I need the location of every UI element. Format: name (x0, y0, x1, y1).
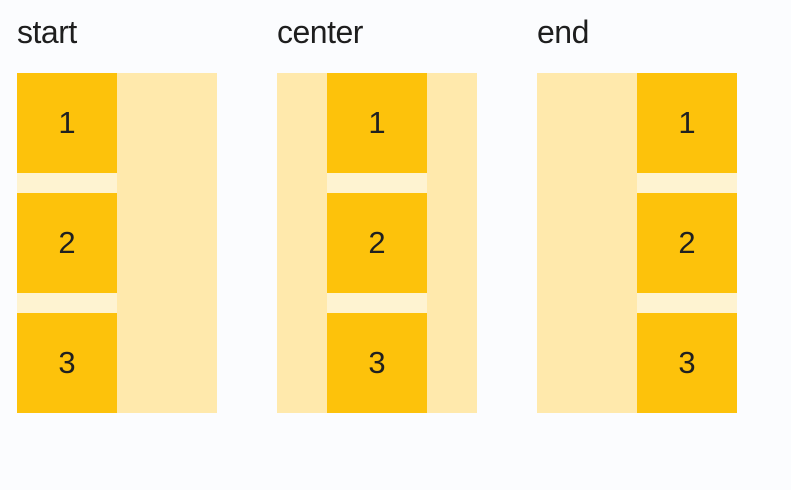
alignment-group-center: center 1 2 3 (277, 14, 477, 413)
items-track: 1 2 3 (327, 73, 427, 413)
flex-item: 2 (637, 193, 737, 293)
group-label: center (277, 14, 363, 50)
flex-container: 1 2 3 (17, 73, 217, 413)
items-track: 1 2 3 (637, 73, 737, 413)
flex-item: 1 (327, 73, 427, 173)
flex-item: 3 (17, 313, 117, 413)
flex-item: 2 (327, 193, 427, 293)
alignment-group-start: start 1 2 3 (17, 14, 217, 413)
flex-container: 1 2 3 (277, 73, 477, 413)
flex-item: 1 (17, 73, 117, 173)
flex-item: 3 (327, 313, 427, 413)
group-label: start (17, 14, 77, 50)
alignment-group-end: end 1 2 3 (537, 14, 737, 413)
alignment-demo-row: start 1 2 3 center 1 2 3 end 1 2 3 (17, 14, 791, 413)
flex-item: 3 (637, 313, 737, 413)
flex-item: 2 (17, 193, 117, 293)
flex-item: 1 (637, 73, 737, 173)
items-track: 1 2 3 (17, 73, 117, 413)
group-label: end (537, 14, 589, 50)
flex-container: 1 2 3 (537, 73, 737, 413)
